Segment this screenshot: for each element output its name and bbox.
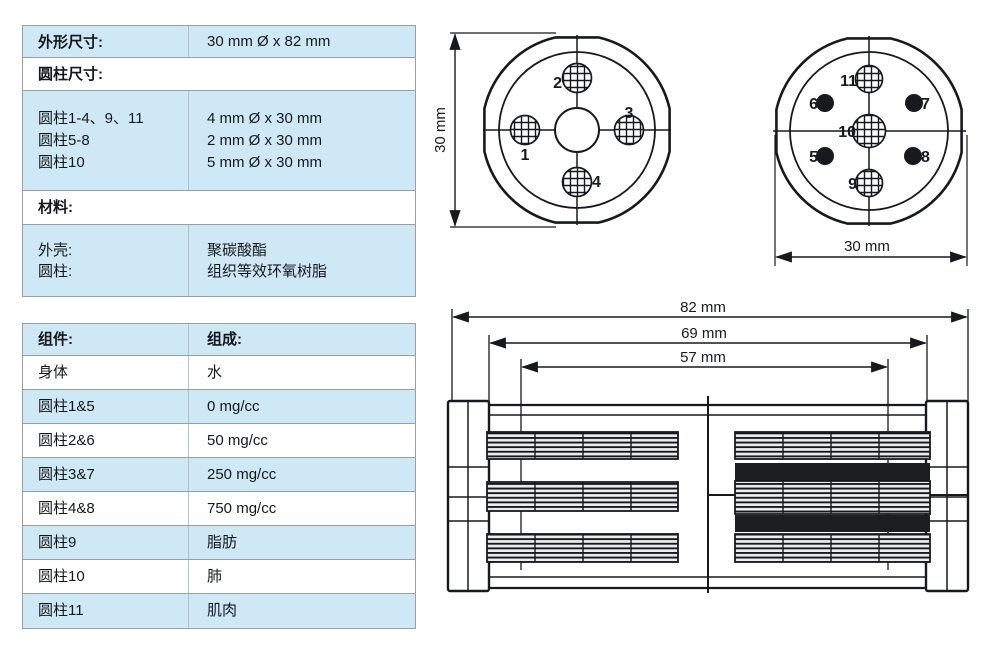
- composition-cell: 250 mg/cc: [207, 466, 277, 483]
- outline-size-label: 外形尺寸:: [23, 26, 189, 57]
- phantom-body: [489, 396, 926, 593]
- end-cap-left: [446, 399, 491, 593]
- witness-lines: [451, 309, 969, 570]
- cylinder-bar: [734, 480, 931, 515]
- cylinder-groups: 圆柱1-4、9、11 圆柱5-8 圆柱10: [23, 91, 189, 190]
- cylinder-5: [816, 147, 834, 165]
- component-cell: 圆柱9: [23, 526, 189, 559]
- table-row-cylinder-dimensions: 圆柱1-4、9、11 圆柱5-8 圆柱10 4 mm Ø x 30 mm 2 m…: [23, 91, 415, 191]
- table-row: 圆柱9 脂肪: [23, 526, 415, 560]
- component-cell: 圆柱1&5: [23, 390, 189, 423]
- cylinder-6-label: 6: [809, 96, 818, 113]
- cylinder-3: [613, 114, 645, 146]
- component-cell: 圆柱10: [23, 560, 189, 593]
- technical-drawing: 1 2 3 4 30 mm 11 6 7 10 5 8: [432, 32, 970, 593]
- composition-cell: 肺: [207, 568, 223, 585]
- cylinder-8-label: 8: [921, 149, 930, 166]
- solid-rod: [735, 463, 930, 481]
- cylinder-8: [904, 147, 922, 165]
- components-table: 组件: 组成: 身体 水 圆柱1&5 0 mg/cc 圆柱2&6 50 mg/c…: [22, 323, 416, 629]
- dimension-label-57mm: 57 mm: [680, 349, 726, 366]
- table-row: 身体 水: [23, 356, 415, 390]
- material-part-label: 外壳:: [38, 241, 73, 259]
- components-header-row: 组件: 组成:: [23, 324, 415, 356]
- cylinder-9-label: 9: [848, 176, 857, 193]
- cylinder-4: [561, 166, 593, 198]
- cylinder-3-label: 3: [625, 105, 634, 122]
- material-values: 聚碳酸酯 组织等效环氧树脂: [189, 225, 415, 296]
- table-row: 圆柱2&6 50 mg/cc: [23, 424, 415, 458]
- diameter-dimension-left: 30 mm: [432, 32, 556, 228]
- component-cell: 圆柱4&8: [23, 492, 189, 525]
- component-cell: 圆柱3&7: [23, 458, 189, 491]
- cylinder-group-label: 圆柱1-4、9、11: [38, 109, 144, 127]
- end-view-left: 1 2 3 4 30 mm: [432, 32, 671, 228]
- diameter-dimension-right: 30 mm: [774, 135, 968, 266]
- cylinder-9: [854, 168, 884, 198]
- component-header: 组件:: [23, 324, 189, 355]
- cylinder-size-section-label: 圆柱尺寸:: [38, 66, 103, 83]
- length-dimensions: 82 mm 69 mm 57 mm: [452, 299, 968, 373]
- cylinder-bar: [734, 533, 931, 563]
- cylinder-2: [561, 62, 593, 94]
- component-cell: 圆柱11: [23, 594, 189, 628]
- composition-cell: 50 mg/cc: [207, 432, 268, 449]
- table-row-materials: 外壳: 圆柱: 聚碳酸酯 组织等效环氧树脂: [23, 225, 415, 296]
- composition-cell: 肌肉: [207, 602, 238, 619]
- composition-cell: 脂肪: [207, 534, 238, 551]
- component-cell: 圆柱2&6: [23, 424, 189, 457]
- cylinder-6: [816, 94, 834, 112]
- cylinder-10-label: 10: [838, 124, 856, 141]
- material-value: 聚碳酸酯: [207, 241, 268, 259]
- cylinder-group-label: 圆柱5-8: [38, 131, 90, 149]
- cylinder-bars-left: [486, 431, 679, 563]
- table-row: 圆柱10 肺: [23, 560, 415, 594]
- table-row: 圆柱1&5 0 mg/cc: [23, 390, 415, 424]
- cylinder-bars-right: [734, 431, 931, 563]
- cylinder-7-label: 7: [921, 96, 930, 113]
- cylinder-1-label: 1: [521, 147, 530, 164]
- material-part-label: 圆柱:: [38, 262, 73, 280]
- composition-header: 组成:: [207, 331, 242, 348]
- dimension-label-30mm-right: 30 mm: [844, 238, 890, 255]
- solid-rod: [735, 515, 930, 532]
- cylinder-2-label: 2: [553, 75, 562, 92]
- cylinder-dimension-values: 4 mm Ø x 30 mm 2 mm Ø x 30 mm 5 mm Ø x 3…: [189, 91, 415, 190]
- side-view: 82 mm 69 mm 57 mm: [446, 299, 970, 593]
- table-section-material: 材料:: [23, 191, 415, 225]
- composition-cell: 0 mg/cc: [207, 398, 260, 415]
- composition-cell: 水: [207, 364, 223, 381]
- cylinder-4-label: 4: [592, 174, 601, 191]
- cylinder-dimension-value: 2 mm Ø x 30 mm: [207, 131, 323, 149]
- dimension-label-69mm: 69 mm: [681, 325, 727, 342]
- cylinder-11-label: 11: [840, 73, 857, 90]
- cylinder-5-label: 5: [809, 149, 818, 166]
- table-row-outline-size: 外形尺寸: 30 mm Ø x 82 mm: [23, 26, 415, 58]
- material-section-label: 材料:: [38, 199, 73, 216]
- cylinder-dimension-value: 4 mm Ø x 30 mm: [207, 109, 323, 127]
- table-section-cylinder-size: 圆柱尺寸:: [23, 58, 415, 91]
- end-view-right: 11 6 7 10 5 8 9 30 mm: [773, 36, 968, 266]
- cylinder-11: [854, 64, 884, 94]
- component-cell: 身体: [23, 356, 189, 389]
- cylinder-dimension-value: 5 mm Ø x 30 mm: [207, 153, 323, 171]
- material-part-labels: 外壳: 圆柱:: [23, 225, 189, 296]
- cylinder-group-label: 圆柱10: [38, 153, 85, 171]
- composition-cell: 750 mg/cc: [207, 500, 277, 517]
- dimension-label-30mm-left: 30 mm: [432, 107, 449, 153]
- table-row: 圆柱3&7 250 mg/cc: [23, 458, 415, 492]
- cylinder-1: [509, 114, 541, 146]
- spec-table: 外形尺寸: 30 mm Ø x 82 mm 圆柱尺寸: 圆柱1-4、9、11 圆…: [22, 25, 416, 297]
- cylinder-7: [905, 94, 923, 112]
- table-row: 圆柱11 肌肉: [23, 594, 415, 628]
- table-row: 圆柱4&8 750 mg/cc: [23, 492, 415, 526]
- cylinder-bar: [734, 431, 931, 460]
- center-hole: [554, 107, 600, 153]
- cylinder-10: [851, 113, 887, 149]
- outline-size-value: 30 mm Ø x 82 mm: [207, 33, 331, 50]
- dimension-label-82mm: 82 mm: [680, 299, 726, 316]
- material-value: 组织等效环氧树脂: [207, 262, 328, 280]
